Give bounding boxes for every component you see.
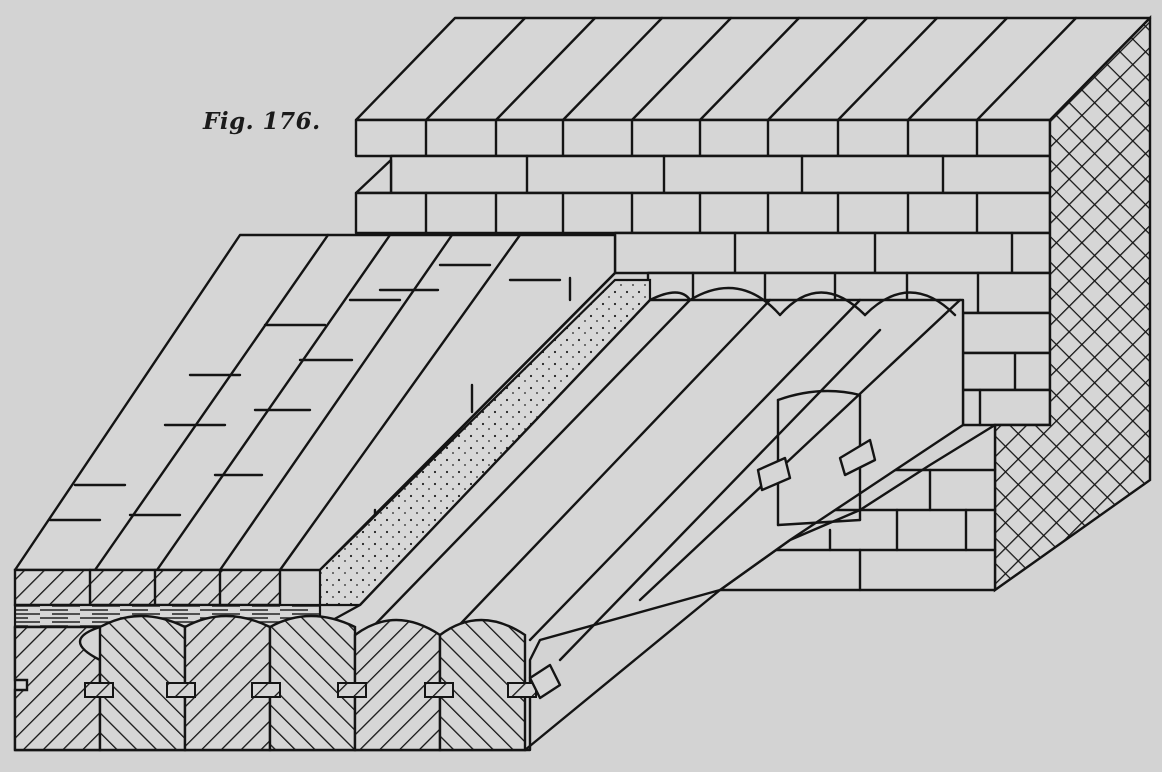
figure-label: Fig. 176.: [203, 108, 321, 135]
plank-floor: [13, 233, 617, 629]
beam-cross-sections: [13, 614, 562, 752]
